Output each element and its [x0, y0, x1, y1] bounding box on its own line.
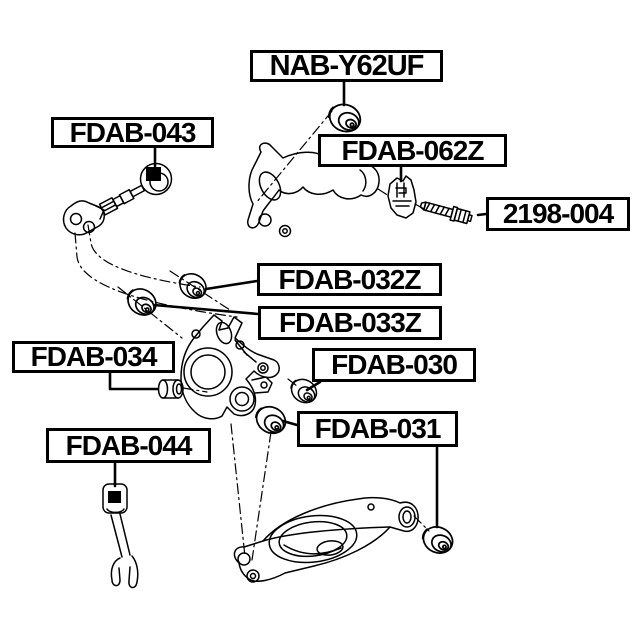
label-fdab-032z: FDAB-032Z [257, 263, 442, 296]
link-044-drawing [102, 483, 139, 589]
label-fdab-031: FDAB-031 [297, 411, 458, 447]
label-fdab-044: FDAB-044 [46, 428, 211, 463]
toe-link-drawing [62, 162, 173, 236]
lower-arm-drawing [233, 496, 419, 583]
highlight-square-043 [146, 167, 161, 181]
bolt-drawing [419, 201, 473, 225]
bushing-034-drawing [157, 379, 184, 399]
label-fdab-043: FDAB-043 [51, 117, 214, 148]
bushing-033z-drawing [121, 282, 162, 322]
bracket-drawing [387, 175, 417, 219]
label-nab-y62uf: NAB-Y62UF [250, 50, 443, 82]
highlight-square-044 [108, 491, 121, 503]
label-fdab-033z: FDAB-033Z [258, 306, 442, 340]
label-fdab-030: FDAB-030 [312, 348, 476, 382]
label-fdab-034: FDAB-034 [12, 341, 175, 373]
label-2198-004: 2198-004 [486, 197, 630, 231]
leader-lines [108, 80, 488, 529]
bushing-031-drawing [250, 400, 292, 440]
label-fdab-062z: FDAB-062Z [318, 134, 507, 167]
